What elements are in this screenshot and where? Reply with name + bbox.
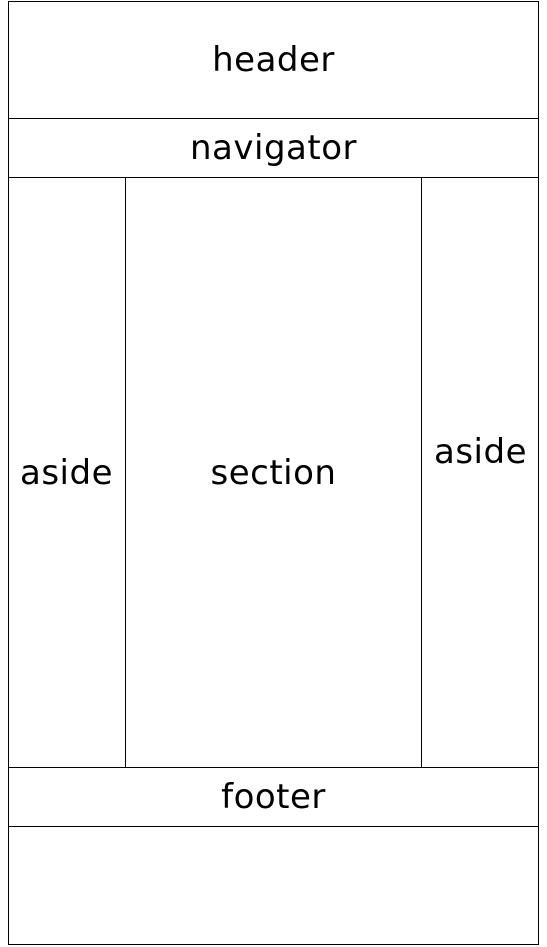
left-aside-divider — [125, 178, 126, 768]
header-label: header — [212, 39, 335, 80]
section-region: section — [126, 178, 421, 768]
layout-frame — [8, 1, 539, 945]
header-region: header — [8, 1, 539, 118]
right-aside-divider — [421, 178, 422, 768]
empty-bottom-region — [8, 827, 539, 945]
aside-left-label: aside — [20, 453, 113, 493]
aside-right-region: aside — [422, 178, 539, 726]
navigator-region: navigator — [8, 119, 539, 177]
footer-region: footer — [8, 768, 539, 826]
navigator-label: navigator — [190, 128, 357, 168]
header-divider — [8, 118, 539, 119]
content-divider — [8, 767, 539, 768]
footer-divider — [8, 826, 539, 827]
navigator-divider — [8, 177, 539, 178]
section-label: section — [210, 453, 337, 493]
aside-left-region: aside — [8, 178, 125, 768]
aside-right-label: aside — [434, 432, 527, 472]
footer-label: footer — [221, 777, 326, 817]
